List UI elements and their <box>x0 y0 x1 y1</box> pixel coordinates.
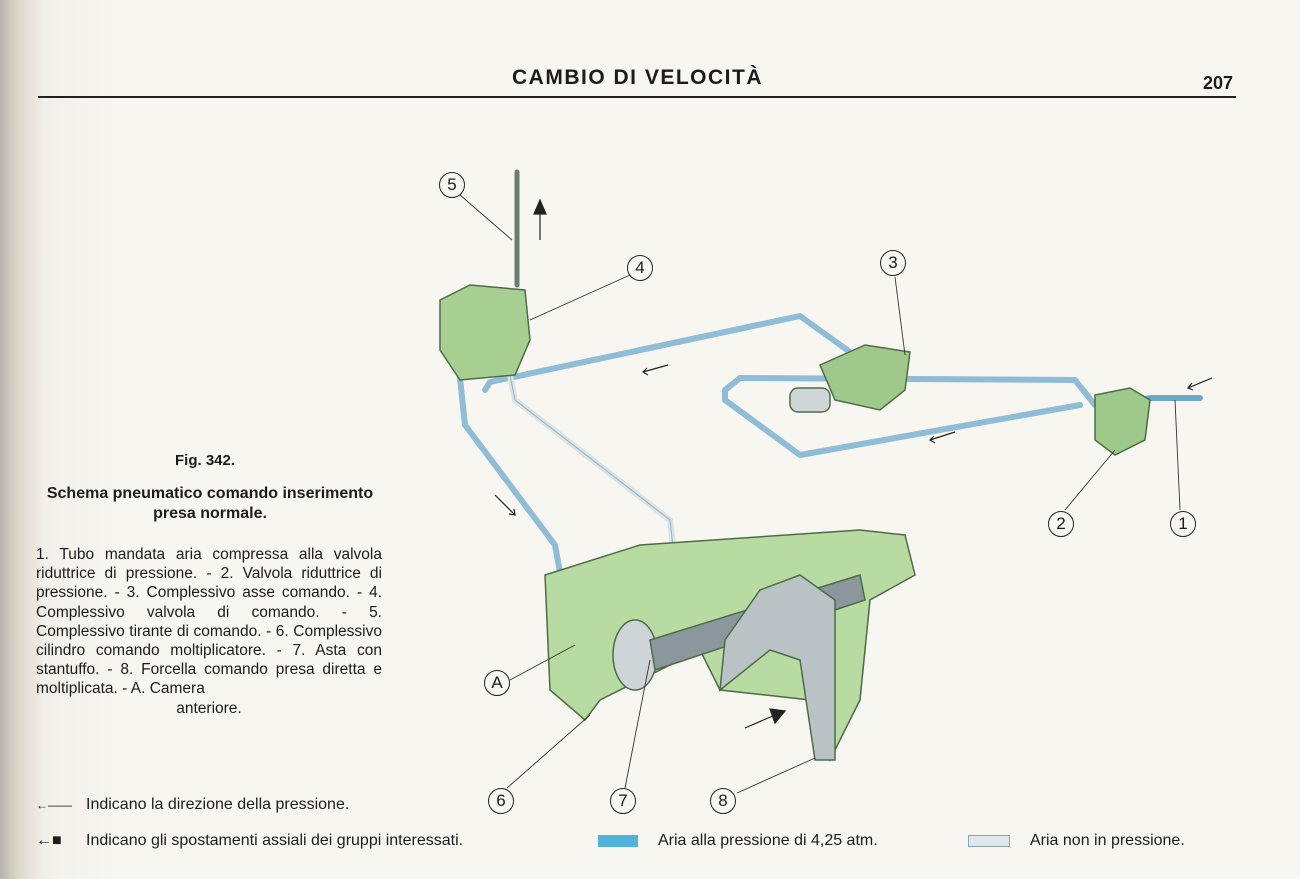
key-air-pressure: Aria alla pressione di 4,25 atm. <box>598 832 878 850</box>
legend-text: 1. Tubo mandata aria compressa alla valv… <box>36 546 382 698</box>
page-title: CAMBIO DI VELOCITÀ <box>512 66 763 89</box>
callout-1: 1 <box>1170 511 1196 537</box>
shift-fork <box>719 574 836 761</box>
pipe-reducer-to-axle <box>722 375 1098 458</box>
callout-6: 6 <box>488 788 514 814</box>
axial-arrow-icon <box>533 198 547 240</box>
pressure-arrow-icon <box>929 431 956 444</box>
callout-8: 8 <box>710 788 736 814</box>
piston <box>612 619 658 691</box>
pressure-arrow-icon <box>1187 377 1213 391</box>
control-valve-body <box>439 284 531 381</box>
callout-7: 7 <box>610 788 636 814</box>
figure-number: Fig. 342. <box>175 452 236 469</box>
pressure-arrow-icon <box>494 494 516 516</box>
header-rule <box>38 96 1236 98</box>
key-label: Aria non in pressione. <box>1030 832 1185 849</box>
key-label: Indicano gli spostamenti assiali dei gru… <box>86 832 464 849</box>
control-axle-shaft <box>789 387 831 413</box>
pressurized-swatch <box>598 834 638 847</box>
figure-legend: 1. Tubo mandata aria compressa alla valv… <box>36 545 382 718</box>
page-number: 207 <box>1203 73 1234 93</box>
key-air-no-pressure: Aria non in pressione. <box>968 832 1185 850</box>
callout-4: 4 <box>627 255 653 281</box>
pressure-arrow-icon <box>642 364 669 376</box>
key-label: Aria alla pressione di 4,25 atm. <box>658 832 878 849</box>
key-pressure-direction: ←—— Indicano la direzione della pressione… <box>36 796 349 814</box>
bold-arrow-icon: ←■ <box>36 832 62 849</box>
figure-title: Schema pneumatico comando inserimento pr… <box>46 485 374 522</box>
key-axial-movement: ←■ Indicano gli spostamenti assiali dei g… <box>36 832 463 850</box>
axial-arrow-icon <box>744 708 787 729</box>
key-label: Indicano la direzione della pressione. <box>86 796 350 813</box>
thin-arrow-icon: ←—— <box>36 798 72 812</box>
callout-2: 2 <box>1048 511 1074 537</box>
pipe-valve-to-cylinder <box>457 375 568 603</box>
control-axle <box>819 344 911 411</box>
pipe-axle-to-valve <box>482 313 853 393</box>
callout-3: 3 <box>880 250 906 276</box>
unpressurized-swatch <box>968 834 1010 847</box>
pipe-unpressurized <box>507 372 678 568</box>
legend-text-end: anteriore. <box>176 699 242 717</box>
reducer-valve <box>1094 387 1151 456</box>
callout-5: 5 <box>439 172 465 198</box>
callout-a: A <box>484 670 510 696</box>
